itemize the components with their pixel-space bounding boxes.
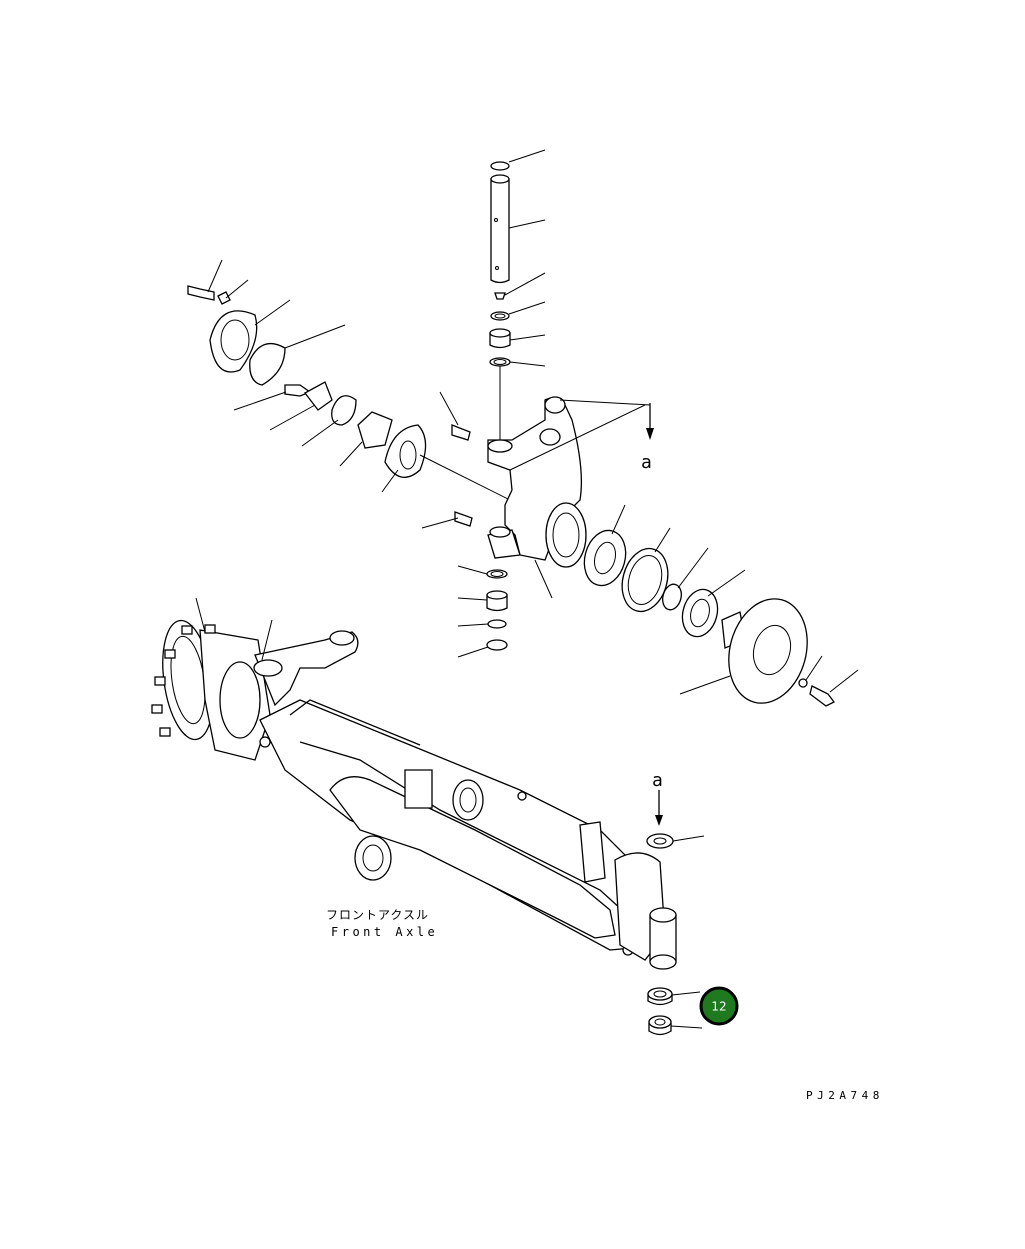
callout-12-circle[interactable] bbox=[699, 986, 739, 1026]
flange-bolts bbox=[151, 624, 216, 737]
brake-cover-group bbox=[187, 259, 511, 501]
gasket bbox=[249, 342, 286, 386]
cap-plate bbox=[490, 161, 510, 171]
disc bbox=[331, 395, 357, 426]
callout-12[interactable]: 12 bbox=[699, 986, 739, 1026]
bolt-upper-left bbox=[187, 285, 215, 301]
caption-english: Front Axle bbox=[331, 925, 438, 939]
steering-knuckle bbox=[487, 396, 654, 599]
bracket bbox=[304, 381, 333, 411]
hub-ring bbox=[384, 424, 427, 478]
clip bbox=[357, 411, 393, 449]
pivot-parts bbox=[646, 790, 705, 1036]
king-pin-stack bbox=[489, 149, 546, 440]
view-label-top: a bbox=[641, 452, 652, 473]
caption-japanese: フロントアクスル bbox=[326, 908, 429, 922]
view-label-bottom: a bbox=[652, 770, 663, 791]
callout-12-number[interactable]: 12 bbox=[711, 1000, 726, 1014]
plug bbox=[494, 292, 506, 300]
axle-housing bbox=[162, 597, 677, 970]
grease-fittings bbox=[421, 391, 473, 529]
drawing-code: PJ2A748 bbox=[806, 1089, 884, 1102]
shim-upper bbox=[490, 311, 510, 321]
wheel-hub-group bbox=[583, 504, 859, 707]
washer-upper-left bbox=[217, 291, 231, 305]
lower-pin-stack bbox=[457, 565, 508, 658]
king-pin bbox=[490, 178, 510, 284]
